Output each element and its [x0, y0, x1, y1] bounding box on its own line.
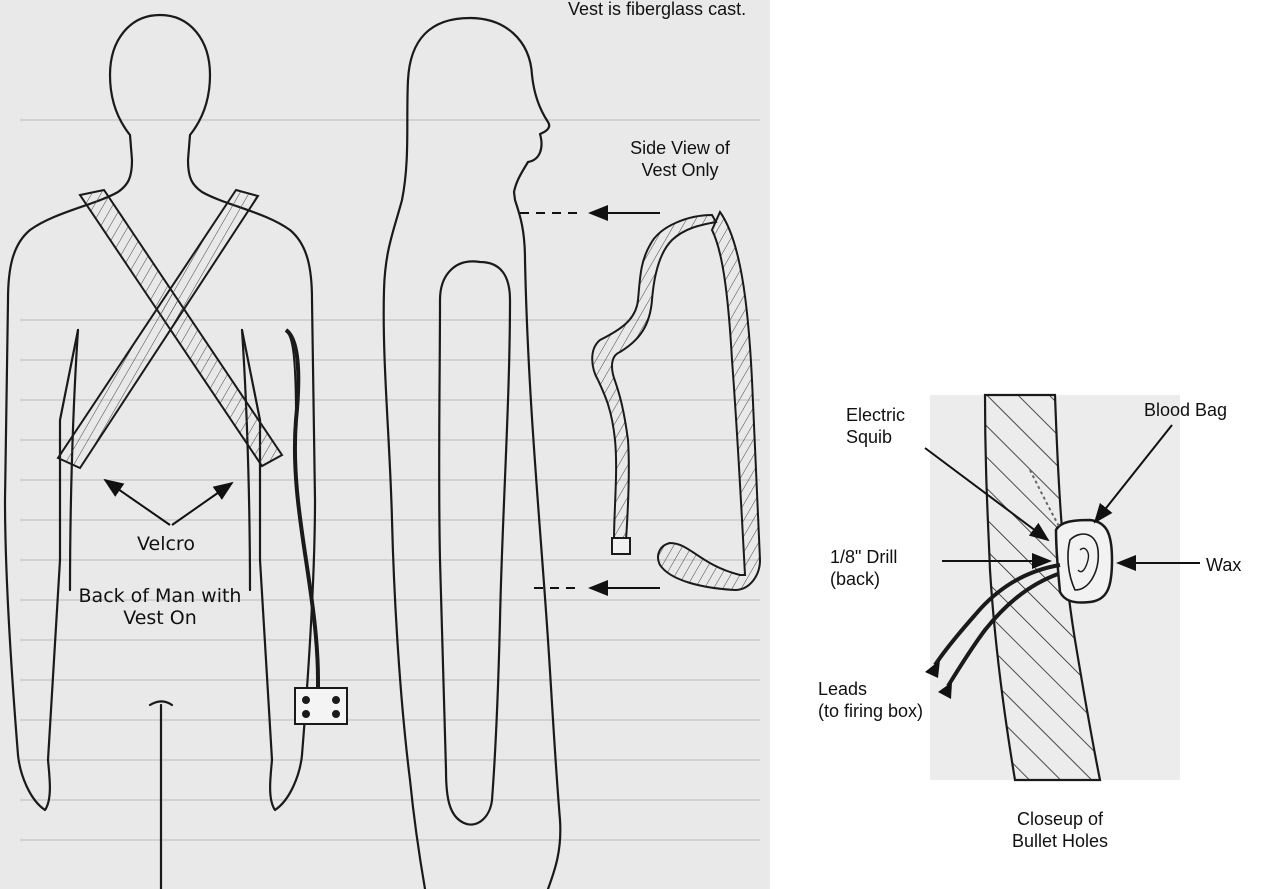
- electric-squib-label-line2: Squib: [846, 426, 905, 448]
- back-of-man-label: Back of Man with Vest On: [20, 585, 300, 629]
- closeup-label: Closeup of Bullet Holes: [980, 808, 1140, 852]
- blood-bag-label: Blood Bag: [1144, 399, 1227, 421]
- side-view-label: Side View of Vest Only: [600, 137, 760, 181]
- wax-label: Wax: [1206, 554, 1241, 576]
- side-view-label-line2: Vest Only: [600, 159, 760, 181]
- leads-label-line2: (to firing box): [818, 700, 923, 722]
- drill-label-line2: (back): [830, 568, 897, 590]
- back-of-man-label-line2: Vest On: [20, 607, 300, 629]
- electric-squib-label-line1: Electric: [846, 404, 905, 426]
- leads-label: Leads (to firing box): [818, 678, 923, 722]
- firing-box-on-back: [295, 688, 347, 724]
- closeup-label-line1: Closeup of: [980, 808, 1140, 830]
- leads-label-line1: Leads: [818, 678, 923, 700]
- velcro-label: Velcro: [137, 533, 195, 555]
- closeup-label-line2: Bullet Holes: [980, 830, 1140, 852]
- side-view-label-line1: Side View of: [600, 137, 760, 159]
- drill-label-line1: 1/8" Drill: [830, 546, 897, 568]
- vest-caption: Vest is fiberglass cast.: [568, 0, 746, 20]
- back-of-man-label-line1: Back of Man with: [20, 585, 300, 607]
- electric-squib-label: Electric Squib: [846, 404, 905, 448]
- drill-label: 1/8" Drill (back): [830, 546, 897, 590]
